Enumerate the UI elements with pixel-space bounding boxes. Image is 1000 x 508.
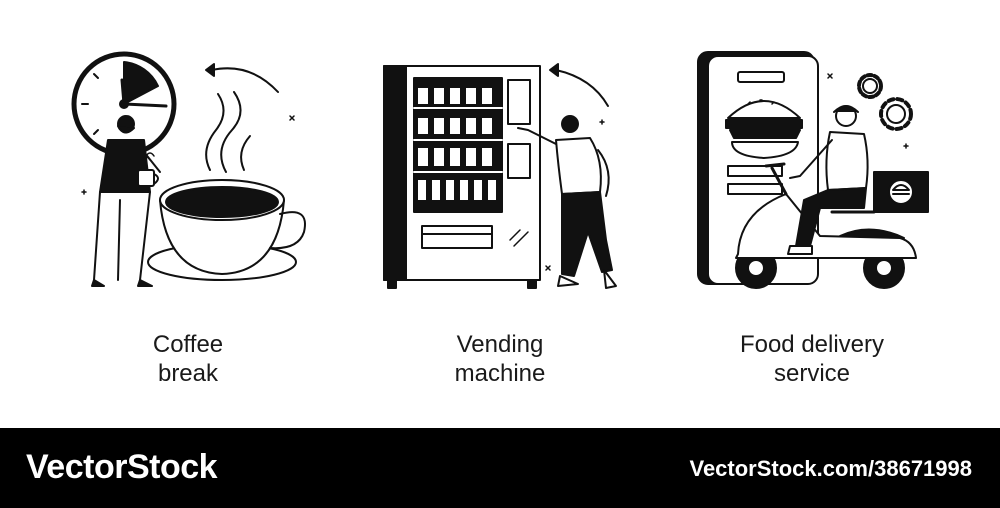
food-delivery-illustration [697, 51, 929, 289]
vending-machine-illustration [383, 63, 617, 289]
coffee-break-illustration [71, 51, 306, 287]
person-figure [517, 115, 617, 289]
coffee-cup-icon [147, 179, 306, 281]
courier-figure [787, 105, 869, 255]
burger-icon [725, 99, 803, 159]
brand-logo: VectorStock [26, 448, 218, 486]
image-reference: VectorStock.com/38671998 [689, 456, 972, 481]
caption-line: Coffee [152, 331, 224, 358]
caption-line: break [157, 360, 219, 387]
vending-machine-icon [383, 65, 541, 289]
caption-line: machine [454, 360, 546, 387]
caption-line: Vending [456, 331, 544, 358]
gear-icon [857, 73, 913, 131]
caption-line: Food delivery [739, 331, 885, 358]
caption-food-delivery: Food delivery service [662, 330, 962, 388]
caption-coffee-break: Coffee break [38, 330, 338, 388]
watermark-footer: VectorStock VectorStock.com/38671998 [0, 428, 1000, 508]
illustrations [71, 51, 929, 289]
caption-vending-machine: Vending machine [350, 330, 650, 388]
person-figure [91, 115, 161, 287]
scooter-icon [735, 162, 929, 289]
caption-line: service [773, 360, 851, 387]
